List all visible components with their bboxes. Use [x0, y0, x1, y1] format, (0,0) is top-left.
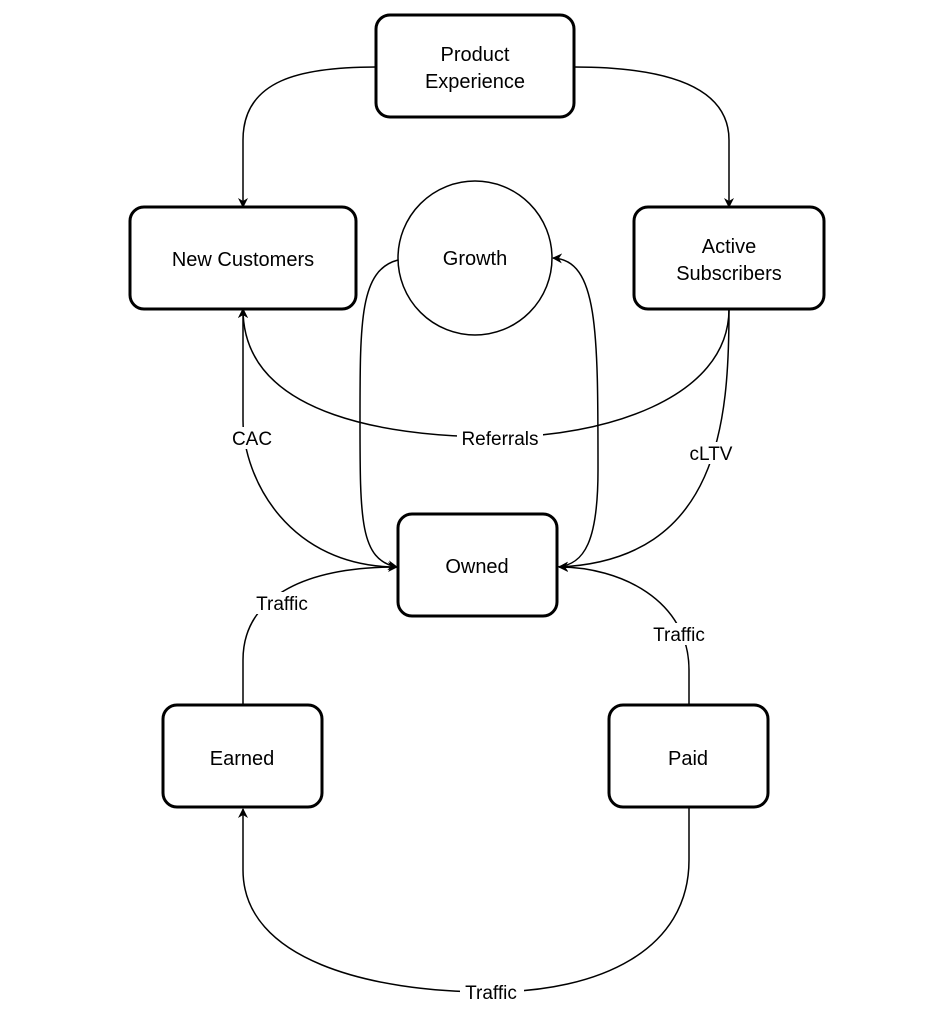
edge-label-traffic-paid-earned: Traffic — [460, 981, 524, 1004]
svg-text:Traffic: Traffic — [653, 625, 705, 646]
edge-product-to-new-customers — [238, 66, 377, 208]
edge-cltv-subscribers-to-owned — [558, 308, 730, 572]
edge-traffic-paid-to-earned — [238, 807, 690, 993]
node-growth[interactable]: Growth — [397, 180, 553, 336]
node-active-subscribers[interactable]: Active Subscribers — [632, 205, 826, 311]
edge-label-referrals: Referrals — [457, 427, 543, 450]
node-paid-label: Paid — [668, 748, 708, 770]
edge-label-traffic-paid-owned: Traffic — [647, 623, 711, 646]
node-earned[interactable]: Earned — [161, 703, 324, 809]
edge-traffic-paid-to-owned — [558, 562, 690, 705]
edge-product-to-active-subscribers — [573, 66, 734, 208]
node-active-subscribers-line1: Active — [702, 236, 756, 258]
node-owned-label: Owned — [445, 556, 508, 578]
svg-text:CAC: CAC — [232, 429, 272, 450]
node-product-experience-line1: Product — [441, 44, 510, 66]
edge-label-cac: CAC — [228, 427, 276, 450]
node-product-experience[interactable]: Product Experience — [374, 13, 576, 119]
node-paid[interactable]: Paid — [607, 703, 770, 809]
svg-text:Traffic: Traffic — [465, 983, 517, 1004]
edge-label-cltv: cLTV — [686, 442, 738, 465]
node-product-experience-line2: Experience — [425, 71, 525, 93]
node-active-subscribers-line2: Subscribers — [676, 263, 782, 285]
node-owned[interactable]: Owned — [396, 512, 559, 618]
edge-traffic-earned-to-owned — [242, 562, 398, 705]
svg-text:cLTV: cLTV — [690, 444, 733, 465]
node-new-customers[interactable]: New Customers — [128, 205, 358, 311]
edge-growth-to-owned — [359, 259, 399, 571]
svg-text:Referrals: Referrals — [461, 429, 538, 450]
svg-text:Traffic: Traffic — [256, 594, 308, 615]
node-new-customers-label: New Customers — [172, 249, 314, 271]
edge-owned-to-growth — [552, 253, 599, 568]
edge-label-traffic-earned-owned: Traffic — [250, 592, 314, 615]
node-earned-label: Earned — [210, 748, 275, 770]
node-growth-label: Growth — [443, 248, 507, 270]
